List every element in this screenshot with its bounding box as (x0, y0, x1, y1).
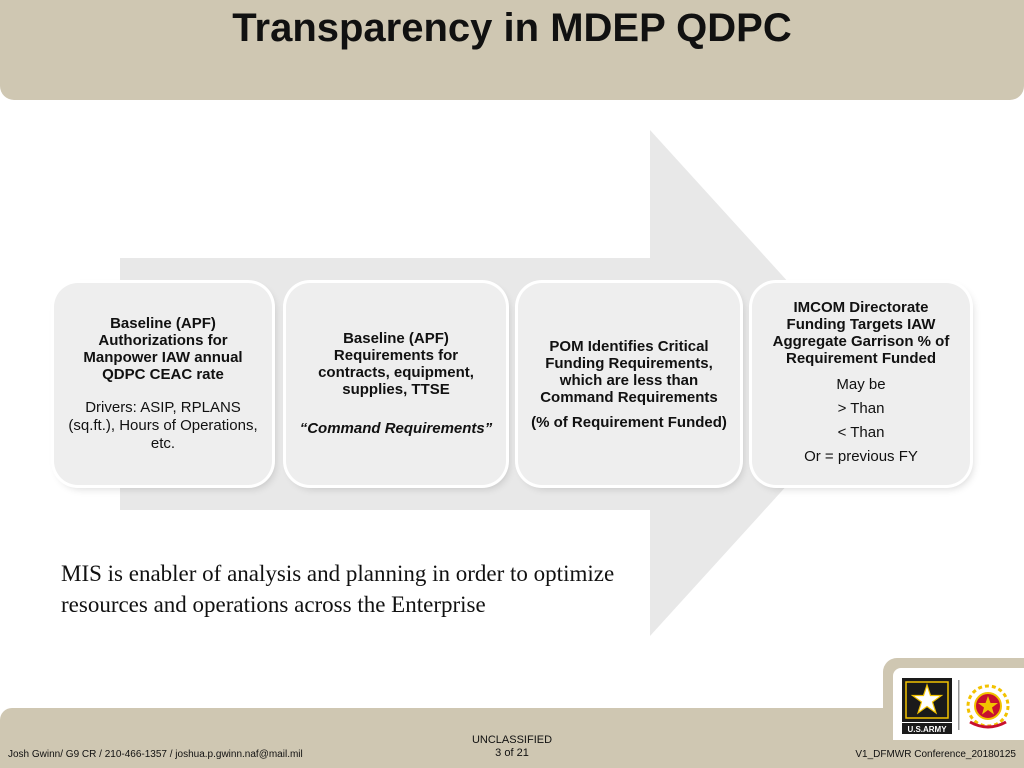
step-box-imcom: IMCOM Directorate Funding Targets IAW Ag… (752, 283, 970, 485)
step-heading: Baseline (APF) Requirements for contract… (318, 330, 474, 398)
step-line: Or = previous FY (804, 448, 918, 465)
logo-divider (958, 680, 960, 730)
step-heading: Baseline (APF) Authorizations for Manpow… (83, 315, 243, 383)
step-line: > Than (837, 400, 885, 417)
army-logo-wordmark-bg (902, 723, 952, 734)
step-detail: Drivers: ASIP, RPLANS (sq.ft.), Hours of… (68, 399, 258, 452)
step-line: May be (836, 376, 886, 393)
imcom-insignia-icon (966, 684, 1010, 729)
step-detail: (% of Requirement Funded) (531, 413, 727, 431)
classification-label: UNCLASSIFIED (471, 734, 553, 746)
footer-version: V1_DFMWR Conference_20180125 (855, 749, 1016, 760)
insignia-scroll (969, 720, 1007, 729)
step-heading: POM Identifies Critical Funding Requirem… (540, 337, 718, 406)
step-box-authorizations: Baseline (APF) Authorizations for Manpow… (54, 283, 272, 485)
footer-classification: UNCLASSIFIED 3 of 21 (412, 734, 612, 760)
step-line: < Than (837, 424, 885, 441)
slide-title: Transparency in MDEP QDPC (232, 6, 792, 50)
page-number: 3 of 21 (495, 747, 529, 759)
header-band (0, 0, 1024, 100)
mis-statement: MIS is enabler of analysis and planning … (61, 561, 615, 617)
step-heading: IMCOM Directorate Funding Targets IAW Ag… (772, 299, 950, 367)
step-box-requirements: Baseline (APF) Requirements for contract… (286, 283, 506, 485)
army-logo-border (905, 681, 949, 719)
step-detail: “Command Requirements” (299, 420, 493, 437)
army-star-icon (910, 683, 944, 715)
army-star-logo: U.S.ARMY (902, 678, 952, 734)
footer-contact: Josh Gwinn/ G9 CR / 210-466-1357 / joshu… (8, 749, 303, 760)
army-logo-wordmark: U.S.ARMY (907, 725, 947, 734)
step-box-pom: POM Identifies Critical Funding Requirem… (518, 283, 740, 485)
insignia-star-icon (978, 696, 998, 715)
footer-band (0, 708, 1024, 768)
